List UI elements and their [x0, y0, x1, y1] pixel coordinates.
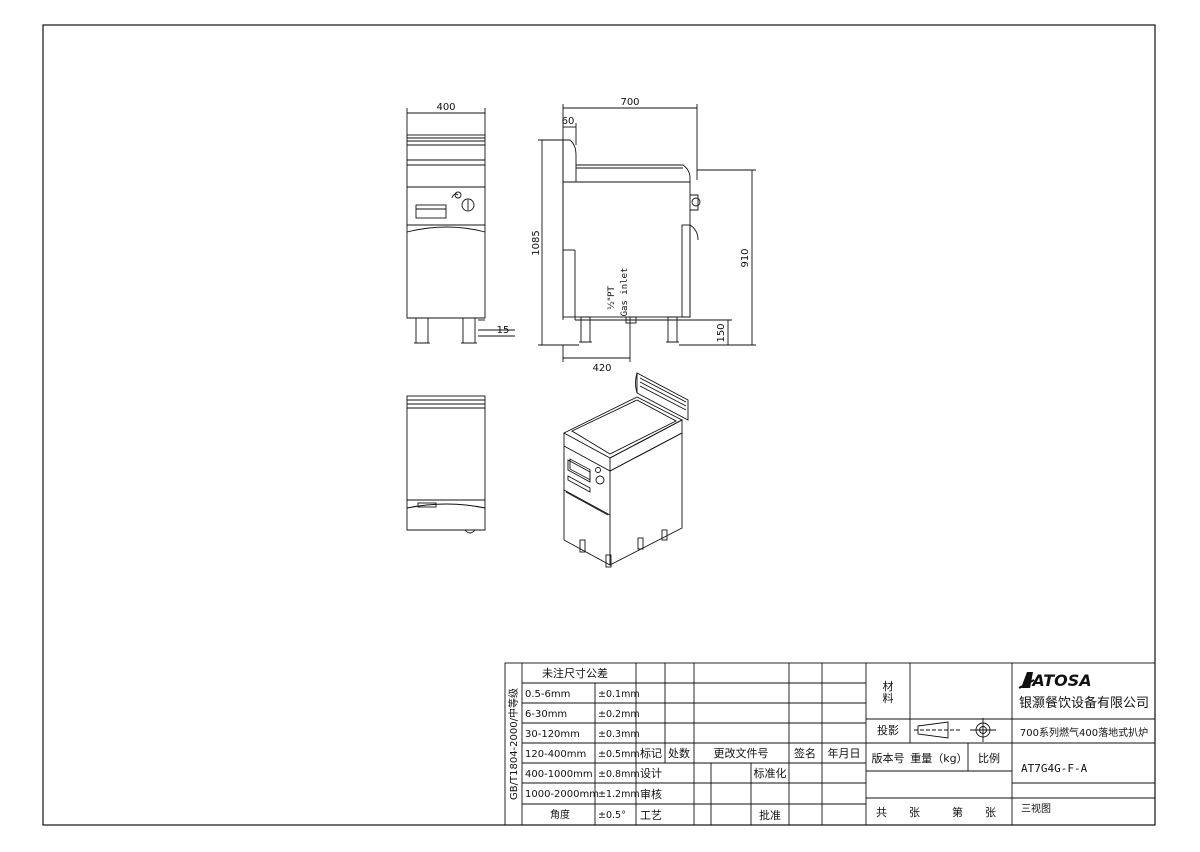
gas-inlet-label: Gas inlet [620, 268, 630, 317]
drawing-type: 三视图 [1021, 802, 1051, 815]
tolerance-range: 0.5-6mm [525, 689, 570, 700]
tolerance-value: ±0.1mm [598, 689, 640, 700]
dim-total-height: 1085 [531, 230, 542, 255]
rev-mark: 标记 [640, 746, 662, 760]
scale-label: 比例 [978, 751, 1000, 765]
tolerance-title: 未注尺寸公差 [542, 666, 608, 680]
rev-process: 工艺 [640, 809, 662, 822]
gas-inlet-size: ½"PT [607, 286, 617, 310]
rev-date: 年月日 [828, 746, 861, 760]
rev-doc-no: 更改文件号 [714, 746, 769, 760]
rev-sign: 签名 [794, 746, 816, 760]
tolerance-range: 30-120mm [525, 729, 580, 740]
dim-foot-adjust: 15 [497, 325, 510, 336]
tolerance-value: ±0.3mm [598, 729, 640, 740]
dim-gas-inlet-offset: 420 [592, 363, 611, 374]
tolerance-value: ±0.5mm [598, 749, 640, 760]
tolerance-range: 1000-2000mm [525, 789, 599, 800]
front-view [406, 108, 515, 344]
rev-review: 审核 [640, 787, 662, 801]
material-label-2: 料 [883, 691, 894, 705]
tolerance-value: ±0.8mm [598, 769, 640, 780]
projection-label: 投影 [877, 723, 899, 737]
tolerance-range: 120-400mm [525, 749, 586, 760]
dim-work-height: 910 [740, 248, 751, 267]
dim-leg-height: 150 [716, 323, 727, 342]
tolerance-range: 角度 [550, 808, 570, 821]
isometric-view [563, 372, 689, 568]
material-label-1: 材 [883, 679, 894, 693]
tolerance-value: ±0.5° [598, 810, 626, 821]
tolerance-rows: 0.5-6mm ±0.1mm 6-30mm ±0.2mm 30-120mm ±0.3mm 1… [525, 689, 640, 821]
tolerance-value: ±1.2mm [598, 789, 640, 800]
weight-label: 重量（kg） [910, 751, 967, 765]
rev-standardize: 标准化 [754, 766, 787, 780]
title-block-grid [504, 662, 1156, 826]
tolerance-value: ±0.2mm [598, 709, 640, 720]
product-name: 700系列燃气400落地式扒炉 [1020, 726, 1148, 739]
rev-approve: 批准 [759, 808, 781, 822]
company-name: 银灏餐饮设备有限公司 [1019, 695, 1149, 711]
dim-side-depth: 700 [620, 97, 639, 108]
total-sheets: 共 张 [876, 806, 920, 819]
tolerance-range: 400-1000mm [525, 769, 593, 780]
rev-design: 设计 [640, 767, 662, 780]
sheet-number: 第 张 [952, 805, 996, 819]
logo-text: ATOSA [1030, 671, 1091, 690]
top-view [406, 395, 486, 534]
dim-front-width: 400 [436, 102, 455, 113]
atosa-logo [1018, 672, 1035, 689]
side-view [538, 104, 756, 362]
version-label: 版本号 [872, 751, 905, 765]
tolerance-range: 6-30mm [525, 709, 567, 720]
model-number: AT7G4G-F-A [1021, 762, 1088, 775]
rev-count: 处数 [668, 747, 690, 760]
tolerance-standard: GB/T1804-2000/中等级 [507, 688, 520, 800]
dim-backsplash-depth: 60 [562, 116, 575, 127]
